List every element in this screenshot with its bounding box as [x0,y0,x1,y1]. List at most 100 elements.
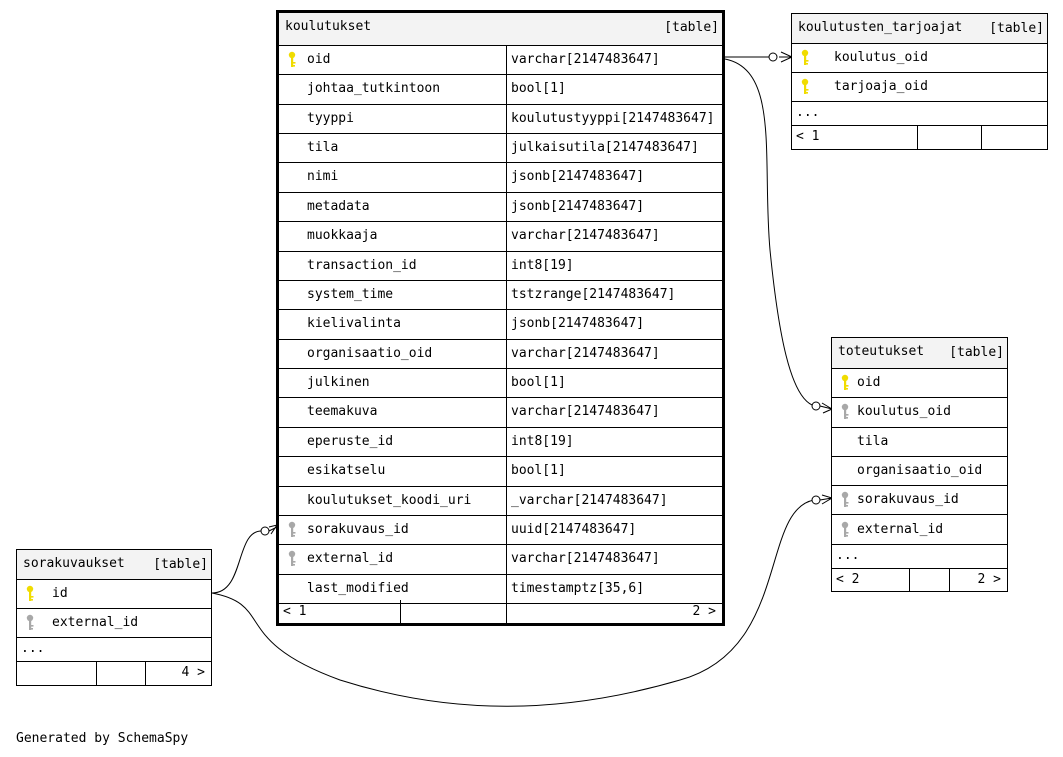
column-name: esikatselu [307,463,386,479]
parents-count[interactable]: < 1 [796,129,820,144]
column-row[interactable]: tila julkaisutila[2147483647] [279,134,722,164]
column-type: int8[19] [511,257,574,273]
children-count[interactable]: 2 > [692,604,716,619]
column-row[interactable]: tila [832,428,1007,457]
table-name: koulutusten_tarjoajat [798,20,963,35]
table-name: sorakuvaukset [23,556,125,571]
primary-key-icon [800,78,812,96]
column-type: jsonb[2147483647] [511,316,645,332]
parents-count[interactable]: < 1 [283,604,307,619]
foreign-key-icon [840,403,852,421]
column-name: teemakuva [307,404,378,420]
column-row[interactable]: oid [832,369,1007,399]
column-type: int8[19] [511,433,574,449]
column-type: tstzrange[2147483647] [511,286,676,302]
column-row[interactable]: koulutus_oid [832,398,1007,428]
primary-key-icon [287,51,299,69]
primary-key-icon [840,374,852,392]
column-type: uuid[2147483647] [511,521,637,537]
table-footer: < 1 [792,125,1047,149]
table-tag: [table] [989,21,1044,36]
table-tag: [table] [949,345,1004,360]
table-footer: 4 > [17,661,211,685]
column-name: metadata [307,198,370,214]
column-name: external_id [307,551,394,567]
optional-circle [260,526,270,536]
column-row[interactable]: transaction_id int8[19] [279,251,722,281]
column-type: varchar[2147483647] [511,52,660,67]
column-type: bool[1] [511,375,566,391]
more-columns: ... [792,102,1047,126]
children-count[interactable]: 2 > [977,572,1001,587]
column-name: koulutus_oid [834,50,928,65]
optional-circle [768,52,778,62]
column-type: varchar[2147483647] [511,404,660,420]
column-row[interactable]: sorakuvaus_id uuid[2147483647] [279,515,722,546]
column-row[interactable]: external_id [832,516,1007,545]
column-row[interactable]: teemakuva varchar[2147483647] [279,398,722,428]
column-type: varchar[2147483647] [511,551,660,567]
foreign-key-icon [287,550,299,568]
foreign-key-icon [840,521,852,539]
parents-count[interactable]: < 2 [836,572,860,587]
more-columns: ... [832,545,1007,569]
column-row[interactable]: oid varchar[2147483647] [279,46,722,76]
column-name: eperuste_id [307,433,394,449]
optional-circle [811,401,821,411]
table-koulutusten-tarjoajat[interactable]: koulutusten_tarjoajat [table] koulutus_o… [791,13,1048,150]
column-name: sorakuvaus_id [307,521,409,537]
column-row[interactable]: kielivalinta jsonb[2147483647] [279,310,722,340]
column-type: koulutustyyppi[2147483647] [511,110,715,126]
column-name: tila [857,433,889,449]
column-row[interactable]: tarjoaja_oid [792,73,1047,102]
column-type: jsonb[2147483647] [511,169,645,185]
column-type: _varchar[2147483647] [511,492,668,508]
column-name: last_modified [307,580,409,596]
column-name: tyyppi [307,110,354,126]
column-name: external_id [52,615,139,630]
table-header: toteutukset [table] [832,338,1007,369]
column-name: oid [307,52,331,67]
column-type: bool[1] [511,81,566,97]
ellipsis: ... [836,548,860,563]
column-name: tila [307,140,339,156]
column-name: transaction_id [307,257,417,273]
column-row[interactable]: external_id [17,609,211,638]
column-row[interactable]: organisaatio_oid [832,457,1007,487]
children-count[interactable]: 4 > [181,665,205,680]
table-tag: [table] [664,20,719,35]
column-name: tarjoaja_oid [834,79,928,94]
column-name: id [52,586,68,601]
edge-sorakuvaukset-koulutukset [211,530,263,594]
column-row[interactable]: koulutukset_koodi_uri_varchar[2147483647… [279,486,722,516]
column-row[interactable]: tyyppi koulutustyyppi[2147483647] [279,104,722,135]
column-row[interactable]: metadata jsonb[2147483647] [279,192,722,223]
column-row[interactable]: id [17,580,211,609]
column-row[interactable]: eperuste_id int8[19] [279,427,722,458]
foreign-key-icon [287,521,299,539]
column-name: kielivalinta [307,316,401,332]
column-row[interactable]: external_id varchar[2147483647] [279,545,722,575]
edge-sorakuvaukset-toteutukset [211,499,815,707]
foreign-key-icon [25,614,37,632]
column-name: koulutus_oid [857,404,951,420]
column-type: julkaisutila[2147483647] [511,140,699,156]
table-footer: < 2 2 > [832,568,1007,591]
column-row[interactable]: sorakuvaus_id [832,486,1007,516]
table-header: sorakuvaukset [table] [17,550,211,580]
column-name: sorakuvaus_id [857,492,959,508]
column-row[interactable]: koulutus_oid [792,44,1047,73]
column-type: jsonb[2147483647] [511,198,645,214]
